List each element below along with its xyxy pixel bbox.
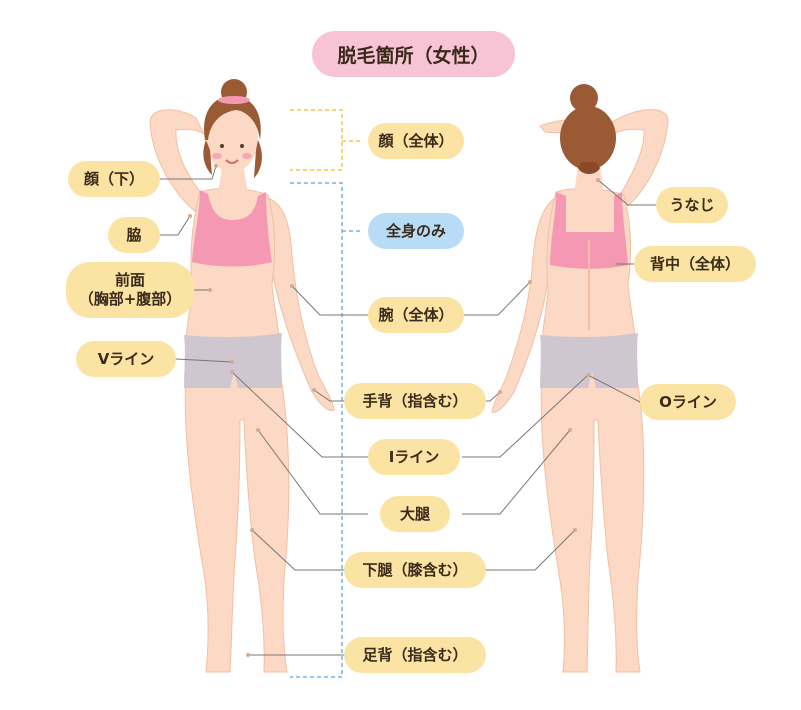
- label-back-whole: 背中（全体）: [634, 246, 756, 282]
- label-armpit: 脇: [108, 217, 160, 253]
- dashed-brackets: [290, 109, 360, 678]
- label-face-lower: 顔（下）: [68, 161, 160, 197]
- front-figure: [149, 79, 335, 673]
- label-front-line2: （胸部+腹部）: [78, 290, 182, 308]
- label-arm-whole: 腕（全体）: [368, 297, 464, 333]
- label-v-line: Vライン: [76, 341, 176, 377]
- label-hand-back: 手背（指含む）: [344, 383, 486, 419]
- label-face-whole: 顔（全体）: [368, 123, 464, 159]
- label-front-line1: 前面: [114, 271, 145, 290]
- label-o-line: Oライン: [640, 384, 736, 420]
- label-lower-leg: 下腿（膝含む）: [344, 552, 486, 588]
- back-figure: [491, 84, 669, 673]
- label-i-line: Iライン: [368, 439, 460, 475]
- leader-lines: [160, 165, 656, 656]
- label-nape: うなじ: [656, 187, 728, 223]
- label-front: 前面 （胸部+腹部）: [66, 262, 194, 318]
- page-title: 脱毛箇所（女性）: [312, 31, 515, 77]
- label-full-body-only: 全身のみ: [368, 213, 464, 249]
- label-foot-back: 足背（指含む）: [344, 637, 486, 673]
- body-point-dots: [188, 164, 616, 657]
- label-thigh: 大腿: [380, 496, 450, 532]
